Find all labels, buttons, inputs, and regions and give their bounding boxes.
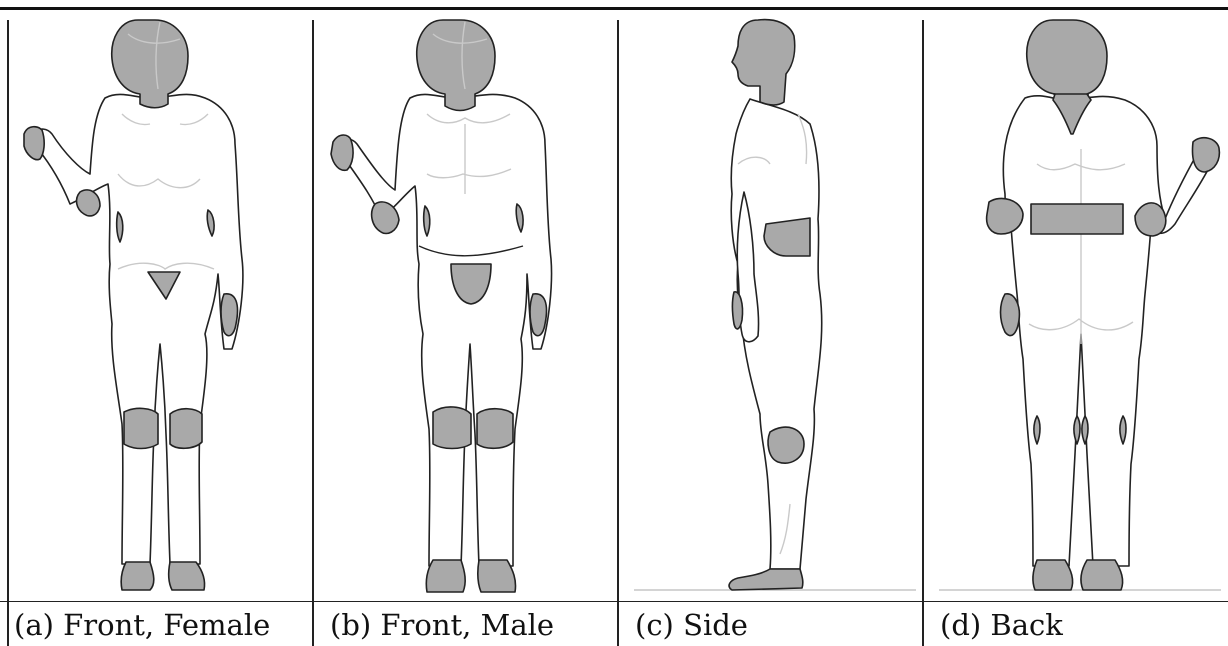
column-divider <box>7 20 9 646</box>
front-male-figure <box>315 14 619 600</box>
top-rule <box>0 7 1228 10</box>
caption-front-female: (a) Front, Female <box>14 605 270 645</box>
panel-front-male <box>315 14 619 600</box>
panel-front-female <box>10 14 314 600</box>
side-figure <box>620 14 924 600</box>
back-figure <box>925 14 1228 600</box>
front-female-figure <box>10 14 314 600</box>
panel-side <box>620 14 924 600</box>
caption-front-male: (b) Front, Male <box>330 605 554 645</box>
caption-side: (c) Side <box>635 605 748 645</box>
caption-back: (d) Back <box>940 605 1063 645</box>
panel-back <box>925 14 1228 600</box>
caption-rule <box>0 601 1228 602</box>
